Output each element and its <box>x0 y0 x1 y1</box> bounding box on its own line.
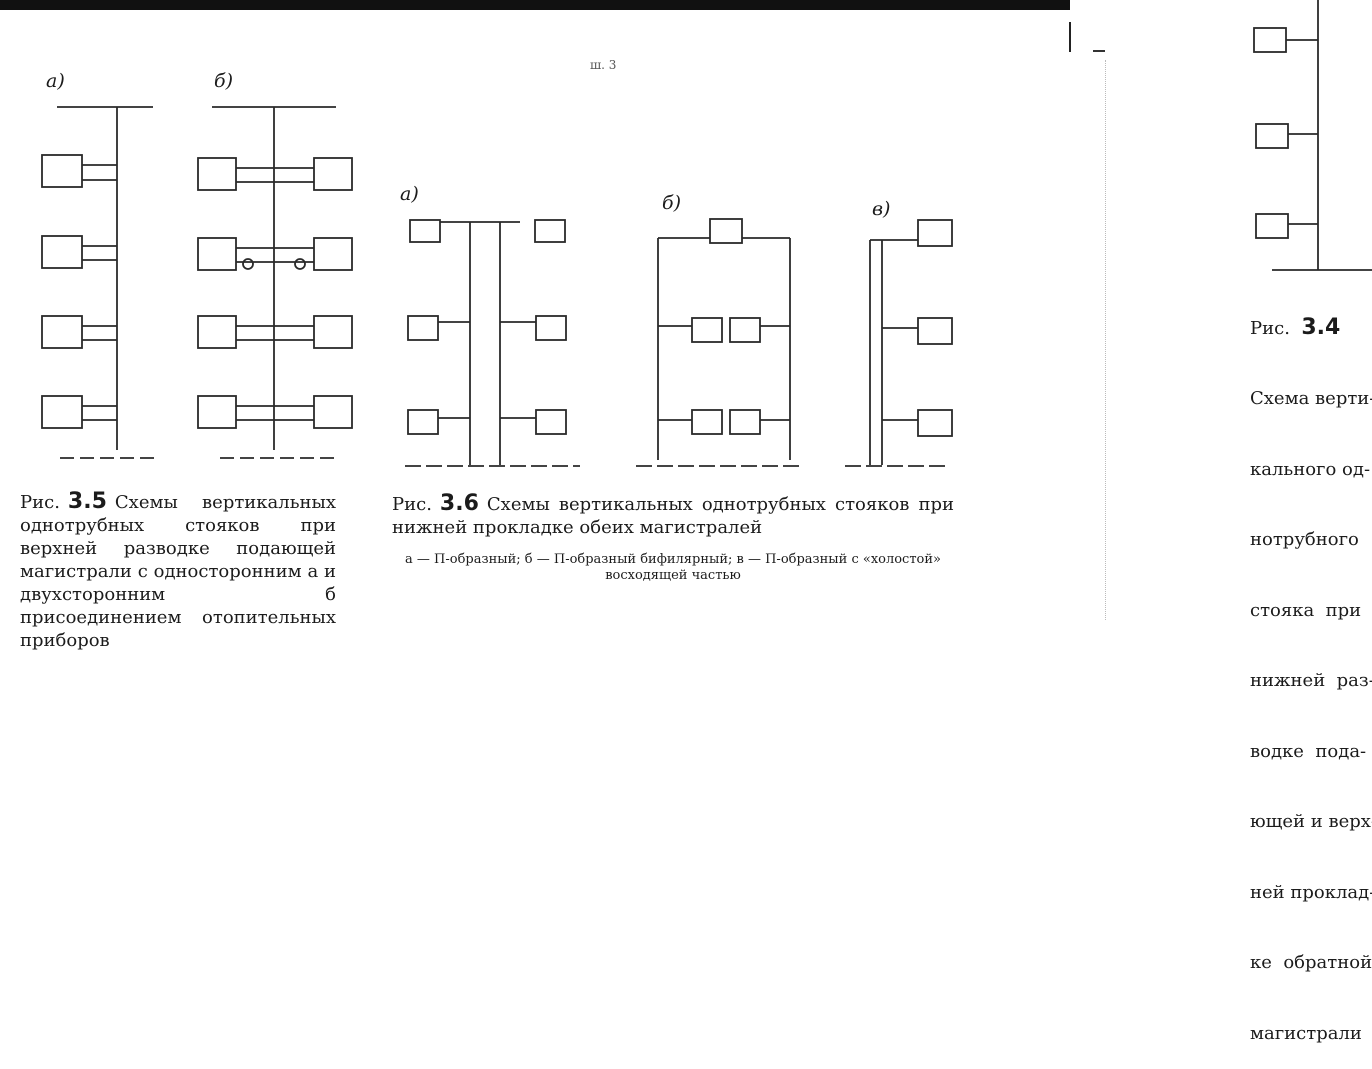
fig34-line: Схема верти- <box>1250 388 1372 409</box>
page-mark: ш. 3 <box>590 58 617 72</box>
fig34-line: магистрали <box>1250 1022 1362 1044</box>
fig35a-diagram <box>41 106 160 459</box>
fig34-prefix: Рис. <box>1250 318 1290 339</box>
fig36-prefix: Рис. <box>392 494 432 515</box>
fig34-line: нижней раз- <box>1250 670 1372 691</box>
scan-top-border <box>0 0 1070 10</box>
fig34-line: ке обратной <box>1250 952 1372 973</box>
fig35b-diagram <box>197 106 353 459</box>
fig34-fragment-diagram <box>1253 0 1372 271</box>
riser-schematics <box>41 0 1372 467</box>
fig36-label-b: б) <box>662 192 682 214</box>
fig36-label-a: а) <box>400 183 419 205</box>
fig35-prefix: Рис. <box>20 492 60 513</box>
fig34-caption-head: Рис. 3.4 <box>1250 316 1340 341</box>
fig34-line: нотрубного <box>1250 529 1359 550</box>
fig35-label-a: а) <box>46 70 65 92</box>
fig34-line: ней проклад- <box>1250 881 1372 903</box>
fig36-number: 3.6 <box>439 491 479 516</box>
fig36b-diagram <box>636 218 800 467</box>
fig34-line: водке пода- <box>1250 740 1367 762</box>
fig35-label-b: б) <box>214 70 234 92</box>
fig34-line: ющей и верх- <box>1250 811 1372 832</box>
fig36-legend: а — П-образный; б — П-образный бифилярны… <box>405 552 941 583</box>
page-gutter-noise <box>1105 60 1114 620</box>
fig36-caption-text: Схемы вертикальных однотрубных стояков п… <box>392 494 954 538</box>
fig36c-diagram <box>845 219 953 467</box>
page-edge-mark <box>1069 22 1071 52</box>
fig35-caption-text: Схемы вертикальных однотрубных стояков п… <box>20 492 336 651</box>
fig34-caption-lines: Схема верти- кального од- нотрубного сто… <box>1250 340 1372 1069</box>
fig36a-diagram <box>405 219 580 467</box>
fig34-line: кального од- <box>1250 458 1371 480</box>
fig34-number: 3.4 <box>1301 315 1341 340</box>
page-edge-dash <box>1093 50 1105 52</box>
fig35-number: 3.5 <box>67 489 107 514</box>
fig34-line: стояка при <box>1250 599 1362 621</box>
fig36-label-c: в) <box>872 198 891 220</box>
